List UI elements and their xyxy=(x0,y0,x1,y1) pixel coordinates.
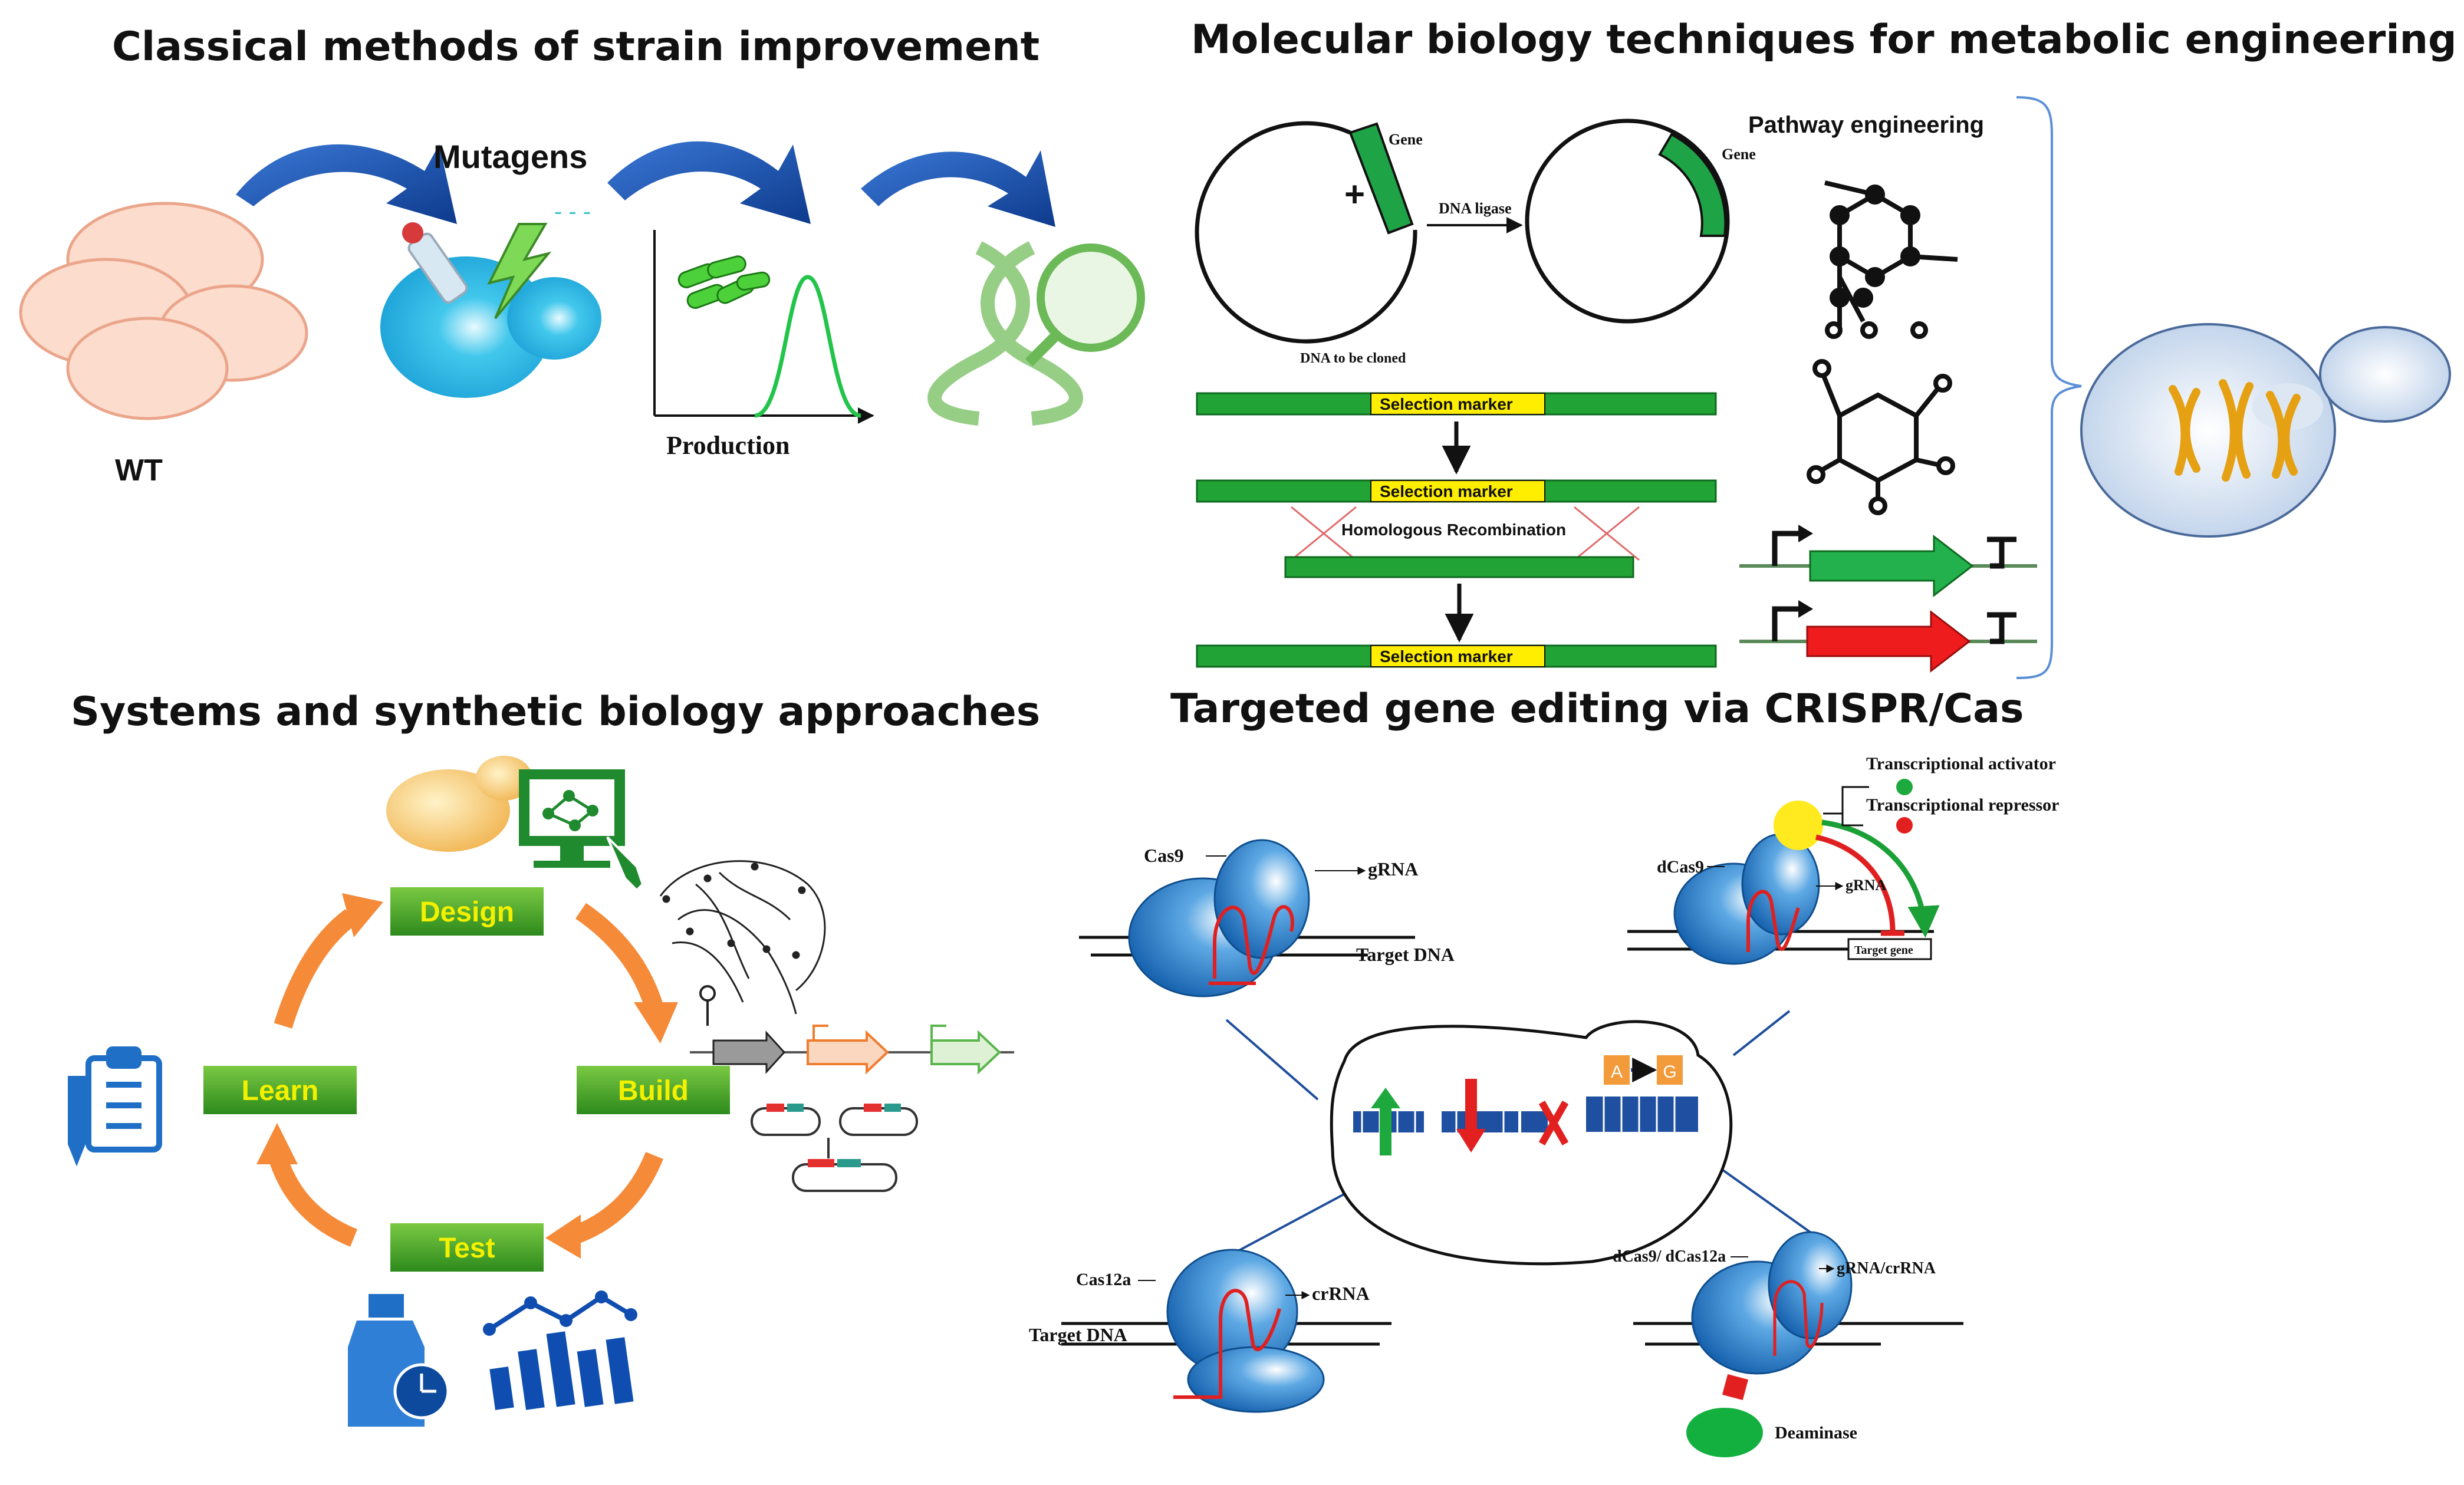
cas9-complex-icon xyxy=(1079,839,1415,997)
pathway-label: Pathway engineering xyxy=(1748,112,1984,138)
deaminase-label: Deaminase xyxy=(1775,1423,1857,1443)
up-arrow-icon xyxy=(1371,1088,1400,1155)
gene-label-2: Gene xyxy=(1722,146,1756,163)
selection-cassette-3 xyxy=(1196,644,1717,668)
bracket xyxy=(2016,96,2082,679)
base-a-label: A xyxy=(1611,1062,1623,1082)
crispr-panel: Targeted gene editing via CRISPR/Cas xyxy=(1029,686,2059,1457)
neural-network-icon xyxy=(659,860,826,1015)
bioreactor-bottle-icon xyxy=(348,1294,450,1427)
pathway-network-icon xyxy=(1824,180,1958,339)
crossover-lines xyxy=(1291,506,1640,561)
genetic-circuit-icon xyxy=(690,985,1014,1075)
stage-test: Test xyxy=(390,1223,544,1272)
cycle-arrow-icon xyxy=(274,909,357,1029)
stage-build: Build xyxy=(577,1066,730,1114)
classical-title: Classical methods of strain improvement xyxy=(112,24,1039,70)
deaminase-complex-icon xyxy=(1633,1231,1963,1457)
yeast-icon xyxy=(386,756,532,852)
cross-icon xyxy=(1538,1101,1569,1145)
activator-label: Transcriptional activator xyxy=(1866,754,2056,773)
clone-label: DNA to be cloned xyxy=(1300,351,1406,366)
stage-build-label: Build xyxy=(618,1075,689,1107)
production-plot-icon xyxy=(653,230,874,424)
grna-crrna-label: gRNA/crRNA xyxy=(1837,1259,1936,1277)
central-nucleus: A G xyxy=(1330,1020,1733,1266)
stage-learn: Learn xyxy=(203,1066,357,1114)
petri-dishes-icon xyxy=(19,202,308,420)
dcas-combo-label: dCas9/ dCas12a xyxy=(1613,1247,1726,1266)
clipboard-icon xyxy=(68,1046,162,1167)
curved-arrow-icon xyxy=(861,150,1055,227)
cycle-arrow-icon xyxy=(571,1151,663,1244)
curved-arrow-icon xyxy=(236,144,457,224)
target-gene-label: Target gene xyxy=(1854,944,1913,957)
curved-arrow-icon xyxy=(607,141,811,224)
stage-design-label: Design xyxy=(420,897,514,928)
magnifier-icon xyxy=(1025,243,1145,367)
wt-label: WT xyxy=(115,453,163,488)
stage-design: Design xyxy=(390,887,544,936)
chromosomes-icon xyxy=(2169,379,2301,482)
selection-marker-label-1: Selection marker xyxy=(1380,395,1513,413)
repressor-label: Transcriptional repressor xyxy=(1866,795,2059,815)
grna-label-2: gRNA xyxy=(1845,877,1887,894)
crispr-title: Targeted gene editing via CRISPR/Cas xyxy=(1170,686,2024,732)
classical-panel: Classical methods of strain improvement … xyxy=(19,24,1145,488)
homologous-label: Homologous Recombination xyxy=(1341,521,1566,539)
dcas9-complex-icon xyxy=(1627,779,1940,965)
down-arrow-icon xyxy=(1456,1079,1486,1153)
mutagens-label: Mutagens xyxy=(433,138,587,175)
svg-text:+: + xyxy=(1344,174,1365,214)
selection-marker-label-2: Selection marker xyxy=(1380,482,1513,501)
target-dna-label-1: Target DNA xyxy=(1356,944,1455,965)
molecular-title: Molecular biology techniques for metabol… xyxy=(1191,17,2457,63)
cycle-arrows xyxy=(268,903,664,1247)
yeast-cell-icon xyxy=(2080,323,2451,538)
dcas9-label: dCas9 xyxy=(1657,857,1704,877)
cas12a-label: Cas12a xyxy=(1076,1270,1131,1289)
genome-segment xyxy=(1284,556,1634,578)
systems-title: Systems and synthetic biology approaches xyxy=(71,689,1040,735)
plasmid-open-icon: + xyxy=(1195,121,1417,344)
systems-panel: Systems and synthetic biology approaches… xyxy=(68,689,1040,1427)
crrna-label: crRNA xyxy=(1312,1283,1370,1304)
ellipsis-icon: - - - xyxy=(554,199,591,225)
plasmid-closed-icon xyxy=(1525,118,1730,324)
cycle-arrow-icon xyxy=(575,903,664,1011)
gene-label-1: Gene xyxy=(1389,131,1423,148)
selection-cassette-2 xyxy=(1196,479,1717,503)
cas9-label: Cas9 xyxy=(1144,845,1184,866)
molecular-panel: Molecular biology techniques for metabol… xyxy=(1191,17,2457,679)
gene-expression-red-icon xyxy=(1739,600,2037,673)
grna-label: gRNA xyxy=(1368,858,1418,880)
stage-test-label: Test xyxy=(439,1233,495,1264)
mutant-cell-icon xyxy=(380,222,601,398)
gene-expression-green-icon xyxy=(1739,525,2037,598)
bar-chart-icon xyxy=(483,1290,637,1410)
target-dna-label-2: Target DNA xyxy=(1029,1324,1127,1345)
stage-learn-label: Learn xyxy=(242,1075,319,1107)
computer-monitor-icon xyxy=(519,769,644,892)
base-g-label: G xyxy=(1663,1062,1676,1082)
cycle-arrow-icon xyxy=(268,1153,358,1247)
production-label: Production xyxy=(666,431,789,460)
selection-cassette-1 xyxy=(1196,392,1717,416)
selection-marker-label-3: Selection marker xyxy=(1380,647,1513,666)
plasmid-pair-icon xyxy=(751,1104,918,1192)
ligase-label: DNA ligase xyxy=(1439,200,1512,217)
cas12a-complex-icon xyxy=(1061,1249,1391,1413)
hexagon-molecule-icon xyxy=(1807,359,1955,515)
cycle-arrowheads xyxy=(256,893,678,1259)
